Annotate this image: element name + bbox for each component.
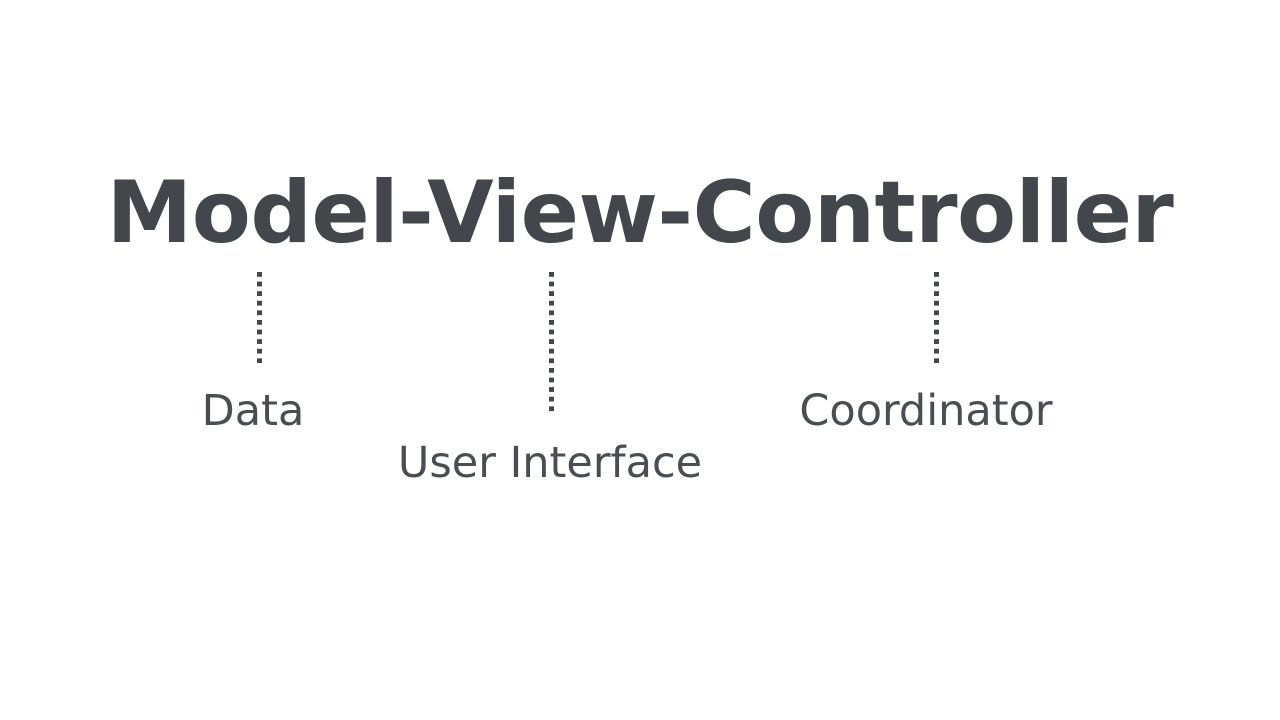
connector-line-model [257, 272, 262, 363]
page-title: Model-View-Controller [106, 163, 1174, 263]
label-view-user-interface: User Interface [397, 438, 703, 488]
label-model-data: Data [201, 386, 305, 436]
connector-line-view [549, 272, 554, 415]
connector-line-controller [934, 272, 939, 363]
label-controller-coordinator: Coordinator [799, 386, 1053, 436]
